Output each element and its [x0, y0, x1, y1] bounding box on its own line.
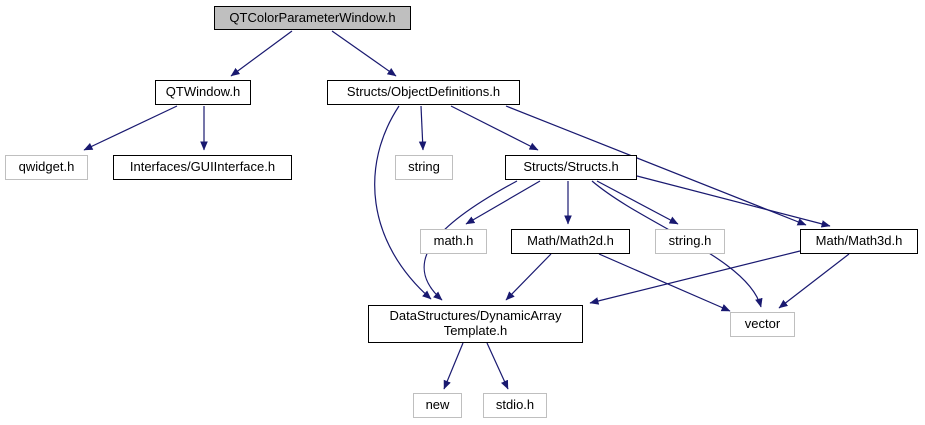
node-objectdefinitions[interactable]: Structs/ObjectDefinitions.h: [327, 80, 520, 105]
node-qtcolorparameterwindow: QTColorParameterWindow.h: [214, 6, 411, 30]
edge-dynamicarraytemplate-to-stdioh: [486, 342, 509, 390]
node-stdioh: stdio.h: [483, 393, 547, 418]
node-string: string: [395, 155, 453, 180]
node-math: math.h: [420, 229, 487, 254]
node-structs[interactable]: Structs/Structs.h: [505, 155, 637, 180]
edge-math3d-to-dynamicarraytemplate: [589, 250, 801, 305]
node-guiinterface[interactable]: Interfaces/GUIInterface.h: [113, 155, 292, 180]
node-vector: vector: [730, 312, 795, 337]
edge-objectdefinitions-to-string: [418, 105, 427, 151]
edge-qtcolorparameterwindow-to-objectdefinitions: [331, 30, 397, 77]
edge-objectdefinitions-to-math3d: [505, 105, 807, 226]
node-qtwindow[interactable]: QTWindow.h: [155, 80, 251, 105]
node-stringh: string.h: [655, 229, 725, 254]
edge-dynamicarraytemplate-to-new: [443, 342, 464, 390]
node-math2d[interactable]: Math/Math2d.h: [511, 229, 630, 254]
edge-math2d-to-vector: [598, 253, 731, 312]
node-dynamicarraytemplate[interactable]: DataStructures/DynamicArray Template.h: [368, 305, 583, 343]
edge-math2d-to-dynamicarraytemplate: [505, 253, 552, 301]
edge-objectdefinitions-to-dynamicarraytemplate: [374, 105, 432, 300]
node-qwidget: qwidget.h: [5, 155, 88, 180]
node-new: new: [413, 393, 462, 418]
node-math3d[interactable]: Math/Math3d.h: [800, 229, 918, 254]
edge-qtcolorparameterwindow-to-qtwindow: [230, 30, 293, 77]
edge-qtwindow-to-qwidget: [83, 105, 178, 151]
edge-structs-to-stringh: [596, 180, 679, 225]
edge-structs-to-math3d: [636, 175, 831, 228]
edge-structs-to-math: [465, 180, 541, 225]
edge-math3d-to-vector: [778, 253, 850, 309]
edge-objectdefinitions-to-structs: [450, 105, 539, 151]
